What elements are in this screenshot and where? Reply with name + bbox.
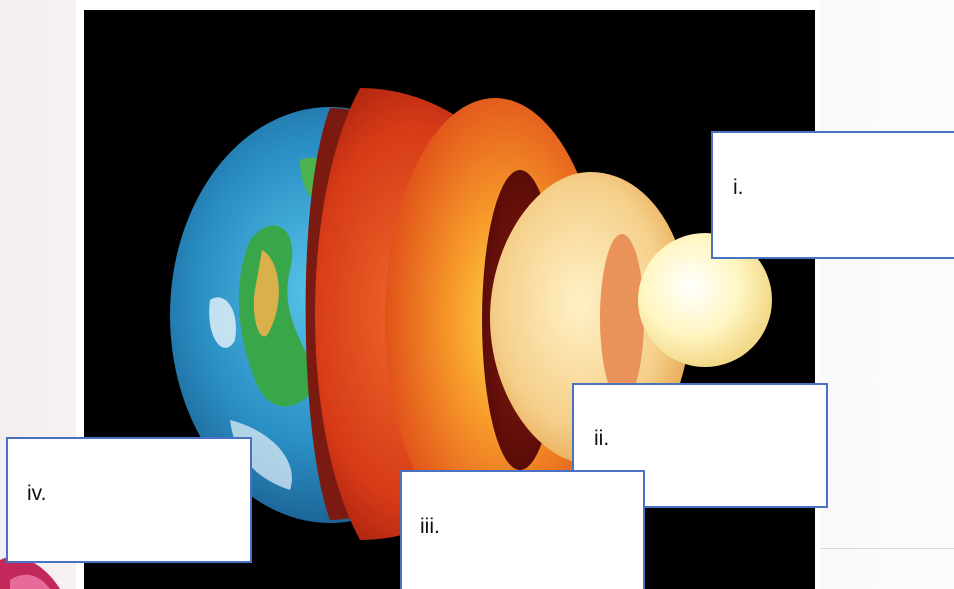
decorative-line [820,548,954,549]
label-box-iv[interactable] [6,437,252,563]
label-iii-text: iii. [420,515,440,538]
label-iv-text: iv. [27,482,47,505]
inner-core-layer [638,233,772,367]
label-ii-text: ii. [594,427,610,450]
label-box-i[interactable] [711,131,954,259]
label-box-iii[interactable] [400,470,645,589]
label-i-text: i. [733,176,744,199]
decorative-swoosh [0,556,60,589]
